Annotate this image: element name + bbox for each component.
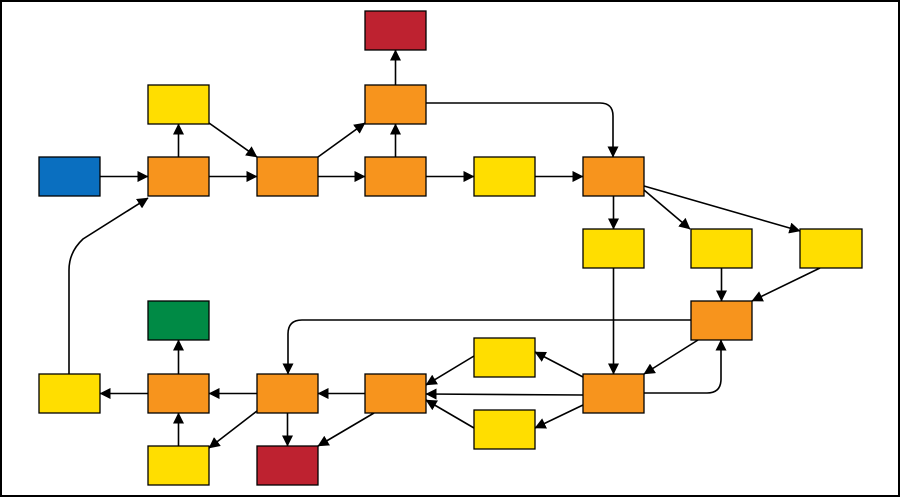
node-yellow-top-left [147, 84, 210, 125]
node-orange-b2 [256, 373, 319, 414]
node-orange-upper [364, 84, 427, 125]
edge-yellow-top-left-to-orange-2 [208, 122, 258, 158]
edge-orange-4-to-yellow-r3 [643, 185, 801, 234]
node-red-top [364, 10, 427, 51]
edge-orange-upper-to-orange-4 [426, 102, 619, 158]
edge-orange-b3-to-red-bottom [317, 412, 375, 447]
node-yellow-bottom [147, 445, 210, 486]
node-orange-2 [256, 156, 319, 197]
edges-layer [68, 49, 821, 449]
node-yellow-r1 [582, 228, 645, 269]
node-blue-start [38, 156, 101, 197]
edge-yellow-hub-down-to-orange-b3 [425, 399, 475, 429]
edge-orange-hub-to-yellow-hub-down [534, 404, 584, 429]
node-orange-hub [582, 373, 645, 414]
node-orange-1 [147, 156, 210, 197]
node-yellow-left [38, 373, 101, 414]
nodes-layer [38, 10, 863, 486]
node-yellow-r2 [690, 228, 753, 269]
edge-orange-b2-to-yellow-bottom [208, 410, 258, 449]
node-yellow-r3 [799, 228, 863, 269]
node-orange-3 [364, 156, 427, 197]
edge-orange-4-to-yellow-r2 [643, 189, 691, 230]
node-yellow-hub-up [473, 337, 536, 378]
edge-orange-2-to-orange-upper [317, 122, 366, 158]
edge-orange-hub-to-orange-right [644, 339, 727, 394]
edge-orange-right-to-orange-b2 [282, 319, 691, 375]
edge-orange-hub-to-orange-b3 [425, 388, 584, 400]
node-orange-4 [582, 156, 645, 197]
node-orange-right [690, 300, 753, 341]
node-orange-b3 [364, 373, 427, 414]
node-yellow-mid [473, 156, 536, 197]
node-orange-b1 [147, 373, 210, 414]
edge-orange-hub-to-yellow-hub-up [534, 351, 584, 378]
edge-orange-right-to-orange-hub [643, 339, 699, 375]
edge-yellow-left-to-orange-1 [68, 197, 149, 374]
node-yellow-hub-down [473, 409, 536, 450]
edge-yellow-hub-up-to-orange-b3 [425, 355, 475, 386]
node-green [147, 300, 210, 341]
edge-yellow-r3-to-orange-right [751, 267, 821, 302]
node-red-bottom [256, 445, 319, 486]
